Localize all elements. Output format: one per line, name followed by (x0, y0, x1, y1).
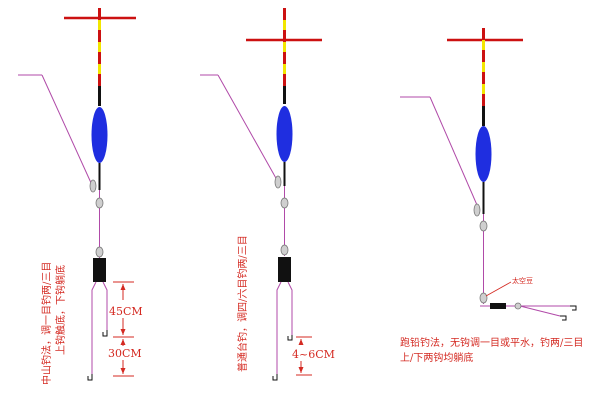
rig-1-dim-30cm-label: 30CM (108, 347, 142, 360)
rig-2-stopper-bead (280, 197, 289, 209)
rig-3-upper-hook-icon (560, 315, 567, 321)
rig-3-bean-pointer (485, 281, 512, 297)
rig-2-dim-gap-label: 4~6CM (292, 348, 335, 361)
rig-3-space-bean (479, 292, 488, 304)
rig-3-bean-label: 太空豆 (512, 276, 533, 285)
rig-1-upper-hook-icon (102, 330, 108, 337)
rig-1-stopper-bead (95, 197, 104, 209)
rig-3-caption-line2: 上/下两钩均躺底 (400, 351, 473, 364)
rig-2-upper-hook-icon (287, 335, 293, 341)
rig-2-dim-gap (296, 336, 312, 376)
rig-1-connector-bead (95, 246, 104, 258)
rig-1: 45CM 30CM 中山钓法，调一目钓两/三目 上钩触底，下钩躺底 (18, 8, 143, 385)
rig-1-float-seat (89, 179, 97, 193)
rig-1-hook-line-left (91, 281, 97, 374)
rig-3-antenna (482, 28, 485, 126)
rig-3-pointer-line-diagonal (429, 96, 478, 206)
rig-2-connector-bead (280, 244, 289, 256)
rig-3-swivel-bead (514, 302, 522, 310)
rig-1-sinker (93, 258, 106, 282)
rig-1-caption-line1: 中山钓法，调一目钓两/三目 (40, 262, 53, 385)
rig-1-lower-hook-icon (87, 374, 93, 381)
rig-1-float-body (91, 107, 108, 163)
rig-1-caption-line2: 上钩触底，下钩躺底 (54, 265, 67, 355)
rig-2: 4~6CM 普通台钓，调四/六目钓两/三目 (200, 8, 335, 381)
rig-3-lower-hook-icon (570, 305, 577, 311)
rig-2-hook-line-left (276, 281, 282, 374)
rig-2-float-seat (274, 175, 282, 189)
rig-2-lower-hook-icon (272, 374, 278, 381)
rig-2-caption: 普通台钓，调四/六目钓两/三目 (236, 235, 249, 372)
rig-2-antenna (283, 8, 286, 104)
rig-2-float-body (276, 106, 293, 162)
rig-3-stopper-bead (479, 220, 488, 232)
rig-3-caption-line1: 跑铅钓法，无钩调一目或平水，钓两/三目 (400, 336, 583, 349)
rig-1-hook-line-right (102, 281, 108, 330)
rig-3: 太空豆 跑铅钓法，无钩调一目或平水，钓两/三目 上/下两钩均躺底 (400, 28, 583, 364)
rig-1-pointer-line-diagonal (41, 74, 93, 186)
rig-3-upper-hook-line (519, 305, 561, 317)
rig-2-pointer-line-diagonal (217, 74, 278, 181)
rig-1-dim-45cm-label: 45CM (109, 305, 143, 318)
rig-3-float-seat (473, 203, 481, 217)
rig-1-antenna (98, 8, 101, 106)
rig-3-float-body (475, 126, 492, 182)
rig-3-running-sinker (490, 303, 506, 309)
rig-1-dim-45cm (113, 281, 134, 338)
rig-2-sinker (278, 257, 291, 282)
rig-2-hook-line-right (287, 281, 293, 335)
rig-1-dim-30cm (113, 339, 134, 377)
